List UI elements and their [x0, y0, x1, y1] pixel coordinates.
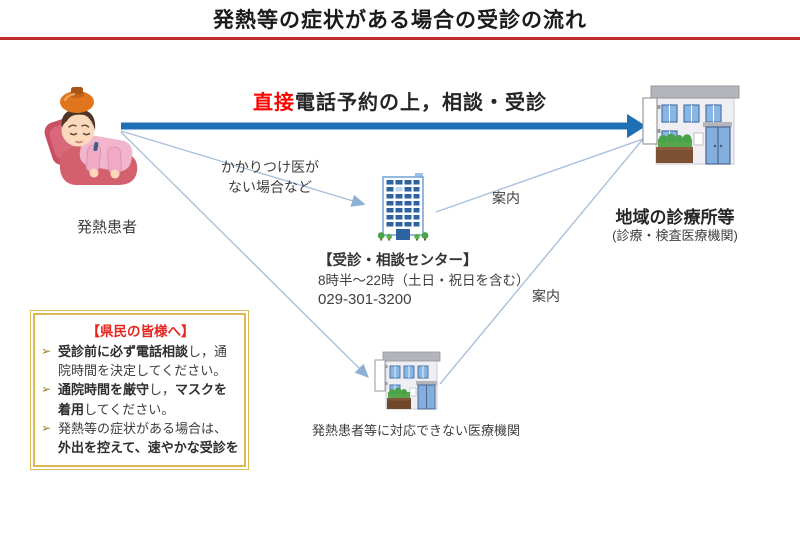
guide-line-center-to-clinic	[435, 138, 644, 213]
thin-arrow-to-center	[120, 130, 366, 207]
thick-arrow-direct	[121, 114, 646, 138]
guide-label-lower: 案内	[532, 288, 560, 304]
notice-item-2-text: 通院時間を厳守し，マスクを着用してください。	[58, 382, 228, 417]
arrow-bullet-icon: ➢	[41, 344, 52, 358]
local-clinic-building-icon	[642, 85, 740, 165]
residents-notice-title: 【県民の皆様へ】	[86, 324, 195, 339]
notice-item-2: ➢ 通院時間を厳守し，マスクを着用してください。	[41, 380, 240, 418]
local-clinic-title: 地域の診療所等	[615, 208, 735, 227]
no-family-doctor-line2: ない場合など	[228, 178, 312, 195]
title-underline	[0, 37, 800, 40]
residents-notice-inner: 【県民の皆様へ】 ➢ 受診前に必ず電話相談し，通院時間を決定してください。 ➢ 通院…	[33, 313, 246, 468]
non-fever-clinic-building-icon	[374, 351, 441, 410]
consultation-center-info: 【受診・相談センター】 8時半～22時（土日・祝日を含む） 029-301-32…	[318, 252, 538, 310]
guide-line-bottom-to-clinic	[439, 138, 644, 385]
no-family-doctor-line1: かかりつけ医が	[220, 159, 320, 175]
local-clinic-label: 地域の診療所等 (診療・検査医療機関)	[609, 207, 741, 245]
consultation-center-phone: 029-301-3200	[318, 290, 412, 308]
notice-item-3-text: 発熱等の症状がある場合は、外出を控えて、速やかな受診を	[58, 420, 239, 456]
consultation-center-title: 【受診・相談センター】	[318, 253, 478, 269]
notice-item-3: ➢ 発熱等の症状がある場合は、外出を控えて、速やかな受診を	[41, 419, 240, 457]
sick-person-icon	[44, 87, 138, 185]
non-fever-clinic-label: 発熱患者等に対応できない医療機関	[312, 423, 521, 438]
heading-accent: 直接	[253, 92, 295, 114]
notice-item-1: ➢ 受診前に必ず電話相談し，通院時間を決定してください。	[41, 342, 240, 380]
notice-item-1-text: 受診前に必ず電話相談し，通院時間を決定してください。	[58, 344, 228, 379]
thin-arrow-to-bottom-clinic	[120, 131, 369, 378]
consultation-center-hours: 8時半～22時（土日・祝日を含む）	[318, 272, 530, 288]
guide-label-upper: 案内	[492, 190, 520, 206]
patient-label: 発熱患者	[76, 219, 137, 236]
consultation-center-building-icon	[377, 173, 429, 241]
arrow-bullet-icon: ➢	[41, 382, 52, 397]
local-clinic-subtitle: (診療・検査医療機関)	[612, 228, 738, 244]
residents-notice-box: 【県民の皆様へ】 ➢ 受診前に必ず電話相談し，通院時間を決定してください。 ➢ 通院…	[30, 310, 249, 471]
no-family-doctor-label: かかりつけ医が ない場合など	[214, 158, 326, 197]
page-title: 発熱等の症状がある場合の受診の流れ	[213, 9, 587, 32]
heading-rest: 電話予約の上，相談・受診	[295, 92, 547, 114]
phone-reservation-heading: 直接電話予約の上，相談・受診	[0, 86, 800, 115]
arrow-bullet-icon: ➢	[41, 420, 52, 435]
